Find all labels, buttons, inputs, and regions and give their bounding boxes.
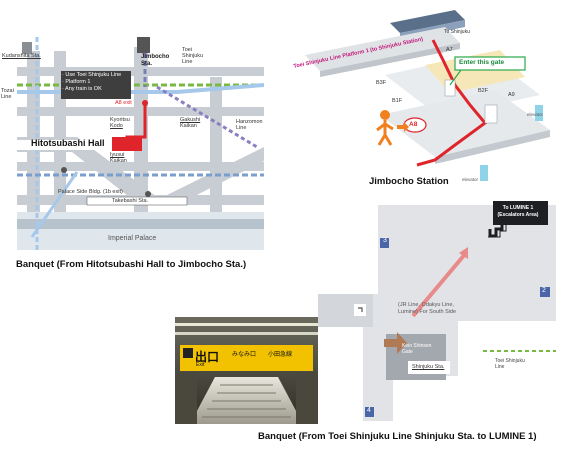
note-line: · Platform 1: [62, 79, 91, 85]
a9-label: A9: [508, 92, 515, 98]
jimbocho-station-diagram: [285, 5, 565, 195]
note-line: · Any train is OK: [62, 86, 102, 92]
hitotsubashi-caption: Banquet (From Hitotsubashi Hall to Jimbo…: [16, 259, 247, 270]
kudanshita-station-label: Kudanshita Sta.: [2, 53, 41, 59]
iyusui-kaikan-label: Iyusui Kaikan: [110, 152, 127, 164]
b2f-label: B2F: [478, 88, 489, 94]
imperial-palace-label: Imperial Palace: [108, 235, 157, 242]
lumine-caption: Banquet (From Toei Shinjuku Line Shinjuk…: [258, 431, 537, 442]
jimbocho-caption: Jimbocho Station: [369, 176, 449, 187]
exit-sign-text-2: 小田急線: [268, 352, 293, 358]
note-line: · Use Toei Shinjuku Line: [62, 72, 122, 78]
area-2-label: 2: [542, 287, 546, 294]
to-lumine-label: To LUMINE 1 (Escalators Area): [497, 205, 539, 218]
a8-badge: A8: [409, 121, 418, 128]
hitotsubashi-map-svg: [17, 37, 265, 250]
to-shinjuku-label: To Shinjuku: [444, 29, 470, 35]
exit-sign-photo-svg: [175, 317, 318, 424]
a8-exit-label: A8 exit: [115, 100, 132, 106]
kyoritsu-kodo-label: Kyoritsu Kodo: [110, 117, 130, 129]
elevator-label-right: elevator: [527, 112, 544, 117]
keio-gate-label: Keio Shinsen Gate: [402, 343, 432, 355]
enter-gate-label: Enter this gate: [459, 59, 505, 66]
jimbocho-station-label: Jimbocho Sta.: [141, 54, 170, 67]
exit-sign-kanji: 出口: [195, 350, 220, 364]
hanzomon-line-label: Hanzomon Line: [236, 119, 263, 131]
b1f-label: B1F: [392, 98, 403, 104]
exit-sign-photo: [175, 317, 318, 424]
hitotsubashi-map: [17, 37, 265, 250]
elevator-label-bottom: elevator: [462, 177, 479, 182]
area-3-label: 3: [383, 237, 387, 244]
lumine-map-svg: [318, 201, 556, 423]
exit-sign-text-1: みなみ口: [232, 352, 257, 358]
toei-line-label: Toei Shinjuku Line: [495, 358, 525, 370]
a7-label: A7: [446, 47, 453, 53]
route-notes: · Use Toei Shinjuku Line · Platform 1 · …: [62, 72, 130, 93]
tozai-line-label: Tozai Line: [1, 88, 14, 100]
hitotsubashi-hall-label: Hitotsubashi Hall: [31, 138, 105, 148]
toei-shinjuku-line-label: Toei Shinjuku Line: [182, 47, 204, 65]
jr-line-label: (JR Line, Odakyu Line, Lumine) For South…: [398, 302, 457, 315]
area-4-label: 4: [367, 407, 371, 414]
takebashi-station-label: Takebashi Sta.: [112, 198, 149, 204]
b3f-label: B3F: [376, 80, 387, 86]
exit-sign-en: Exit: [196, 362, 205, 368]
gakushi-kaikan-label: Gakushi Kaikan: [180, 117, 201, 129]
jimbocho-diagram-svg: [305, 10, 550, 181]
lumine-map: [318, 201, 556, 423]
shinjuku-sta-label: Shinjuku Sta.: [412, 364, 445, 370]
palace-side-label: Palace Side Bldg. (1b exit): [58, 189, 123, 195]
